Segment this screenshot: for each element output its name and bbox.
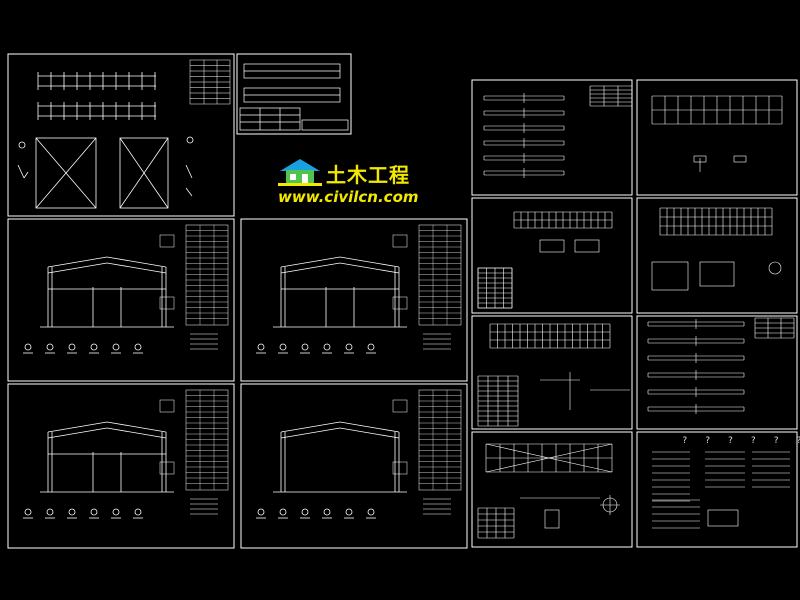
sheet-column-detail[interactable]: [471, 315, 633, 430]
sheet-frame-1[interactable]: [7, 218, 235, 382]
logo-chinese-title: 土木工程: [326, 163, 410, 187]
sheet-small-detail[interactable]: [236, 53, 352, 135]
logo-url: www.civilcn.com: [278, 188, 419, 206]
bracing-plan-table: [189, 59, 231, 105]
sheet-wall-elevation-2[interactable]: [636, 197, 798, 314]
sheet-bracing-plan[interactable]: [7, 53, 235, 217]
small-detail-content: [239, 63, 349, 131]
sheet-purlin-plan[interactable]: [471, 79, 633, 196]
portal-frames: [23, 224, 462, 519]
house-icon: [278, 159, 322, 186]
notes-sheet-header-marks: ? ? ? ? ? ? ?: [682, 436, 800, 446]
right-sheet-content: [477, 85, 795, 539]
sheet-foundation-plan[interactable]: [471, 431, 633, 548]
sheet-notes[interactable]: [636, 431, 798, 548]
sheet-roof-plan[interactable]: [636, 79, 798, 196]
sheet-frame-4[interactable]: [240, 383, 468, 549]
civilcn-logo[interactable]: 土木工程 www.civilcn.com: [272, 155, 432, 210]
sheet-frame-3[interactable]: [7, 383, 235, 549]
sheet-wall-elevation-1[interactable]: [471, 197, 633, 314]
sheet-purlin-layout[interactable]: [636, 315, 798, 430]
sheet-frame-2[interactable]: [240, 218, 468, 382]
bracing-plan-content: [17, 72, 194, 209]
